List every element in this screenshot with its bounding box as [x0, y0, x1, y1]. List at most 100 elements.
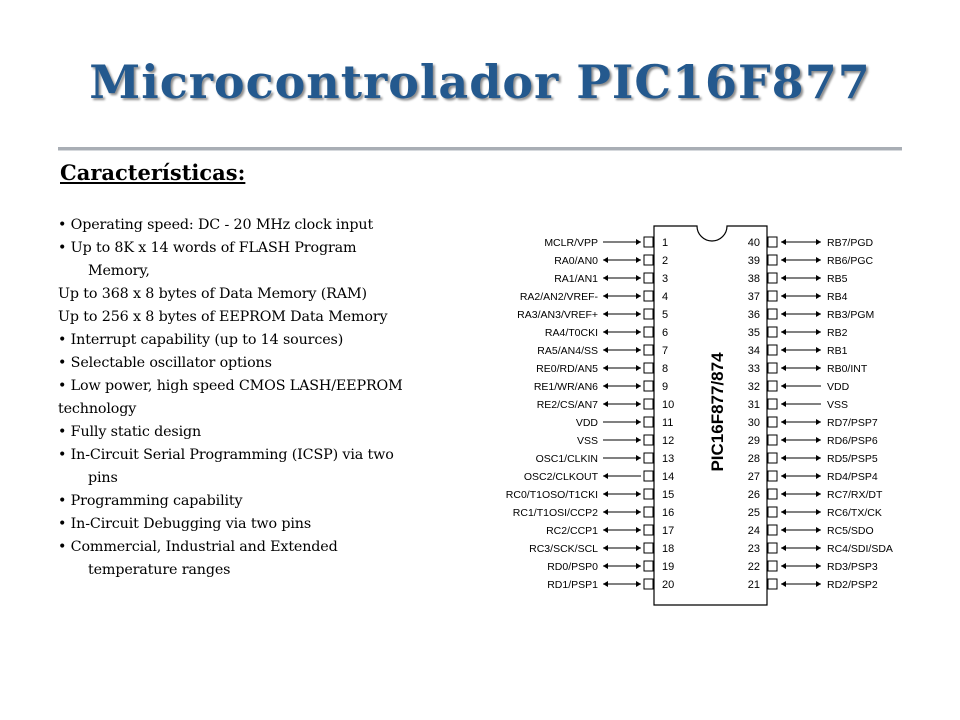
pin-pad [767, 560, 778, 572]
pin-label: RE2/CS/AN7 [537, 399, 598, 411]
feature-line: Up to 368 x 8 bytes of Data Memory (RAM) [58, 286, 367, 302]
pin-number: 2 [662, 255, 668, 267]
pin-arrow [636, 329, 641, 335]
pin-number: 38 [748, 273, 760, 285]
feature-line: • Up to 8K x 14 words of FLASH Program [58, 240, 357, 256]
pin-pad [643, 560, 654, 572]
pin-label: RC1/T1OSI/CCP2 [513, 507, 598, 519]
pin-number: 18 [662, 543, 674, 555]
pin-label: RA4/T0CKI [545, 327, 598, 339]
pin-number: 22 [748, 561, 760, 573]
pin-pad [643, 488, 654, 500]
pin-pad [767, 506, 778, 518]
pin-pad [767, 344, 778, 356]
feature-line: Up to 256 x 8 bytes of EEPROM Data Memor… [58, 309, 388, 325]
pin-arrow [636, 509, 641, 515]
feature-line: temperature ranges [88, 562, 231, 578]
pin-arrow [816, 437, 821, 443]
pin-label: RB0/INT [827, 363, 868, 375]
pin-pad [643, 506, 654, 518]
feature-line: • Fully static design [58, 424, 202, 440]
pin-pad [643, 578, 654, 590]
pin-pad [643, 272, 654, 284]
pin-number: 16 [662, 507, 674, 519]
pin-pad [643, 236, 654, 248]
pin-label: RE1/WR/AN6 [534, 381, 598, 393]
pin-arrow [636, 275, 641, 281]
pin-label: RC4/SDI/SDA [827, 543, 893, 555]
pin-number: 8 [662, 363, 668, 375]
pin-arrow [781, 311, 786, 317]
pin-pad [767, 236, 778, 248]
pin-arrow [603, 383, 608, 389]
title-divider [58, 147, 902, 151]
pin-arrow [781, 419, 786, 425]
pin-arrow [816, 257, 821, 263]
pin-arrow [816, 473, 821, 479]
pin-arrow [816, 311, 821, 317]
pin-number: 3 [662, 273, 668, 285]
pin-arrow [636, 563, 641, 569]
pin-pad [767, 524, 778, 536]
pin-arrow [816, 455, 821, 461]
feature-line: • Selectable oscillator options [58, 355, 272, 371]
feature-line: Memory, [88, 263, 150, 279]
pin-number: 1 [662, 237, 668, 249]
pin-number: 30 [748, 417, 760, 429]
pin-arrow [816, 491, 821, 497]
pin-arrow [636, 455, 641, 461]
pin-label: RD3/PSP3 [827, 561, 878, 573]
pin-arrow [816, 545, 821, 551]
pin-pad [767, 308, 778, 320]
pin-arrow [781, 329, 786, 335]
pin-pad [767, 326, 778, 338]
pin-pad [643, 290, 654, 302]
pin-label: RB7/PGD [827, 237, 874, 249]
pin-arrow [781, 365, 786, 371]
pin-number: 9 [662, 381, 668, 393]
pin-number: 26 [748, 489, 760, 501]
pin-label: RD0/PSP0 [547, 561, 598, 573]
pin-number: 32 [748, 381, 760, 393]
pin-number: 37 [748, 291, 760, 303]
pin-arrow [603, 563, 608, 569]
pin-pad [767, 362, 778, 374]
pin-arrow [636, 581, 641, 587]
pin-pad [643, 254, 654, 266]
pin-number: 21 [748, 579, 760, 591]
feature-line: • Interrupt capability (up to 14 sources… [58, 332, 344, 348]
pin-arrow [781, 293, 786, 299]
pin-label: RA2/AN2/VREF- [520, 291, 599, 303]
pin-number: 12 [662, 435, 674, 447]
pin-arrow [603, 275, 608, 281]
pin-number: 39 [748, 255, 760, 267]
pin-label: RB2 [827, 327, 848, 339]
pin-arrow [603, 329, 608, 335]
pin-arrow [781, 455, 786, 461]
pin-number: 24 [748, 525, 760, 537]
features-list: • Operating speed: DC - 20 MHz clock inp… [58, 214, 478, 582]
pin-arrow [636, 257, 641, 263]
feature-line: technology [58, 401, 137, 417]
pin-number: 27 [748, 471, 760, 483]
pin-pad [767, 452, 778, 464]
pin-number: 13 [662, 453, 674, 465]
pin-arrow [816, 365, 821, 371]
pin-label: RC2/CCP1 [546, 525, 598, 537]
pin-pad [767, 542, 778, 554]
pin-arrow [603, 509, 608, 515]
pin-pad [643, 398, 654, 410]
pin-label: VSS [827, 399, 848, 411]
pin-arrow [781, 473, 786, 479]
pin-arrow [816, 275, 821, 281]
pin-number: 15 [662, 489, 674, 501]
pin-pad [767, 578, 778, 590]
pin-arrow [816, 527, 821, 533]
pin-pad [767, 290, 778, 302]
pin-arrow [781, 563, 786, 569]
pin-number: 10 [662, 399, 674, 411]
pin-number: 11 [662, 417, 673, 429]
pin-label: RA1/AN1 [554, 273, 598, 285]
pin-label: RB1 [827, 345, 848, 357]
pin-arrow [603, 545, 608, 551]
